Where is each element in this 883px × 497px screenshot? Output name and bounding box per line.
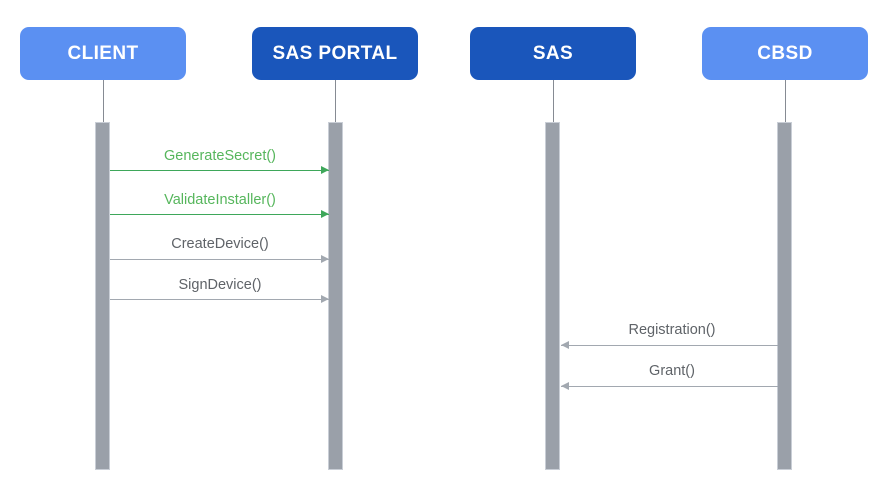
actor-box-client[interactable]: CLIENT bbox=[20, 27, 186, 80]
arrowhead-registration bbox=[561, 341, 569, 349]
actor-label-client: CLIENT bbox=[67, 42, 139, 64]
message-label-registration: Registration() bbox=[628, 322, 716, 338]
message-line-registration bbox=[561, 345, 778, 346]
client-lifeline bbox=[103, 80, 104, 122]
message-line-validate-installer bbox=[110, 214, 329, 215]
activation-bar-cbsd bbox=[777, 122, 792, 470]
message-label-create-device: CreateDevice() bbox=[171, 236, 269, 252]
arrowhead-generate-secret bbox=[321, 166, 329, 174]
actor-label-sas-portal: SAS PORTAL bbox=[272, 42, 398, 64]
message-label-grant: Grant() bbox=[649, 363, 695, 379]
arrowhead-create-device bbox=[321, 255, 329, 263]
message-line-grant bbox=[561, 386, 778, 387]
sas-lifeline bbox=[553, 80, 554, 122]
actor-box-sas-portal[interactable]: SAS PORTAL bbox=[252, 27, 418, 80]
activation-bar-sas bbox=[545, 122, 560, 470]
actor-label-cbsd: CBSD bbox=[757, 42, 813, 64]
message-line-sign-device bbox=[110, 299, 329, 300]
arrowhead-grant bbox=[561, 382, 569, 390]
message-line-create-device bbox=[110, 259, 329, 260]
actor-box-cbsd[interactable]: CBSD bbox=[702, 27, 868, 80]
arrowhead-validate-installer bbox=[321, 210, 329, 218]
cbsd-lifeline bbox=[785, 80, 786, 122]
actor-box-sas[interactable]: SAS bbox=[470, 27, 636, 80]
activation-bar-client bbox=[95, 122, 110, 470]
actor-label-sas: SAS bbox=[532, 42, 574, 64]
arrowhead-sign-device bbox=[321, 295, 329, 303]
message-label-validate-installer: ValidateInstaller() bbox=[164, 192, 276, 208]
activation-bar-sas-portal bbox=[328, 122, 343, 470]
message-label-generate-secret: GenerateSecret() bbox=[163, 148, 277, 164]
sas-portal-lifeline bbox=[335, 80, 336, 122]
message-label-sign-device: SignDevice() bbox=[178, 277, 262, 293]
message-line-generate-secret bbox=[110, 170, 329, 171]
